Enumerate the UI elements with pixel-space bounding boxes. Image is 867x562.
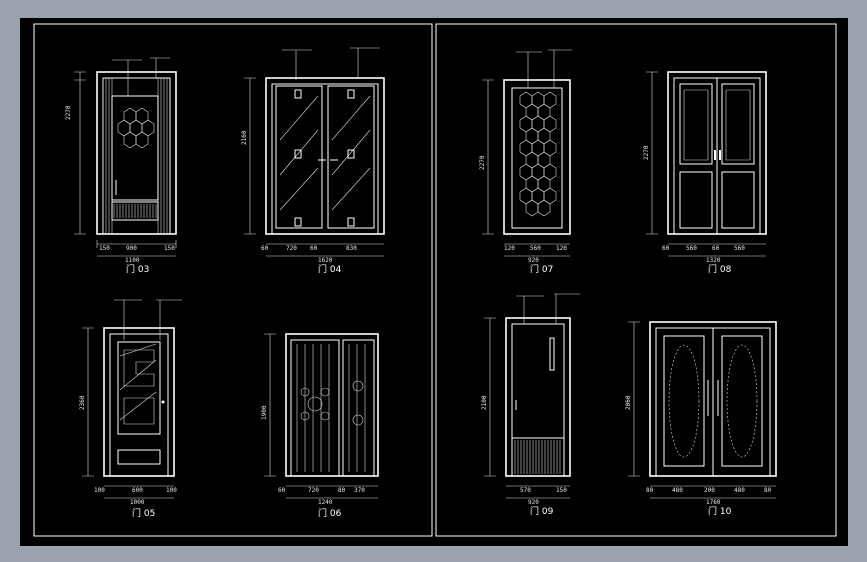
door-caption: 门 10	[708, 505, 732, 517]
dim-label: 900	[126, 245, 137, 252]
dim-label: 150	[556, 487, 567, 494]
door-caption: 门 06	[318, 507, 342, 519]
door-caption: 门 08	[708, 263, 732, 275]
dim-label: 100	[166, 487, 177, 494]
dim-label: 480	[672, 487, 683, 494]
dim-label: 720	[286, 245, 297, 252]
dim-label: 2360	[79, 395, 86, 410]
dim-label: 560	[686, 245, 697, 252]
door-caption: 门 05	[132, 507, 155, 519]
dim-label: 720	[308, 487, 319, 494]
dim-label: 120	[556, 245, 567, 252]
door-elevation-08: 2270 60 560 60 560 1320 门 08	[643, 71, 767, 275]
dim-label: 1620	[318, 257, 333, 264]
dim-label: 560	[530, 245, 541, 252]
dim-label: 2060	[625, 395, 632, 410]
drawing-background	[20, 18, 848, 546]
dim-label: 370	[354, 487, 365, 494]
door-caption: 门 09	[530, 505, 554, 517]
door-elevation-06: 1900 60 720 80 370 1240 门 06	[261, 333, 379, 519]
dim-label: 1100	[125, 257, 140, 264]
dim-label: 600	[132, 487, 143, 494]
dim-label: 80	[646, 487, 654, 494]
dim-label: 1900	[261, 405, 268, 420]
dim-label: 830	[346, 245, 357, 252]
dim-label: 2270	[65, 105, 72, 120]
door-elevation-04: 2160 60 720 60 830 1620	[241, 47, 385, 264]
door-caption: 门 03	[126, 263, 149, 275]
left-sheet-border	[33, 23, 433, 537]
dim-label: 570	[520, 487, 531, 494]
dim-label: 60	[662, 245, 670, 252]
dim-label: 2270	[479, 155, 486, 170]
door-caption: 门 04	[318, 263, 342, 275]
right-sheet-border	[435, 23, 837, 537]
dim-label: 1000	[130, 499, 145, 506]
dim-label: 60	[261, 245, 269, 252]
dim-label: 150	[99, 245, 110, 252]
dim-label: 920	[528, 499, 539, 506]
dim-label: 1240	[318, 499, 333, 506]
dim-label: 60	[310, 245, 318, 252]
door-elevation-09: 2100 570 150 920 门 09	[481, 293, 580, 517]
dim-label: 120	[504, 245, 515, 252]
dim-label: 200	[704, 487, 715, 494]
dim-label: 1760	[706, 499, 721, 506]
door-elevation-10: 2060 80 480 200 480 80 1760 门 10	[625, 321, 777, 517]
door-elevation-07: 2270 120 560 120 920 门 07	[479, 49, 572, 275]
dim-label: 480	[734, 487, 745, 494]
door-elevation-05: 2360 100 600 100 1000 门 05	[79, 299, 182, 519]
door-elevation-03: 2270 900 150 150 1100 门 03	[65, 57, 177, 275]
dim-label: 2100	[481, 395, 488, 410]
dim-label: 920	[528, 257, 539, 264]
dim-label: 60	[712, 245, 720, 252]
dim-label: 2160	[241, 130, 248, 145]
dim-label: 100	[94, 487, 105, 494]
dim-label: 1320	[706, 257, 721, 264]
dim-label: 80	[764, 487, 772, 494]
dim-label: 560	[734, 245, 745, 252]
door-caption: 门 07	[530, 263, 553, 275]
dim-label: 150	[164, 245, 175, 252]
dim-label: 2270	[643, 145, 650, 160]
dim-label: 80	[338, 487, 346, 494]
dim-label: 60	[278, 487, 286, 494]
